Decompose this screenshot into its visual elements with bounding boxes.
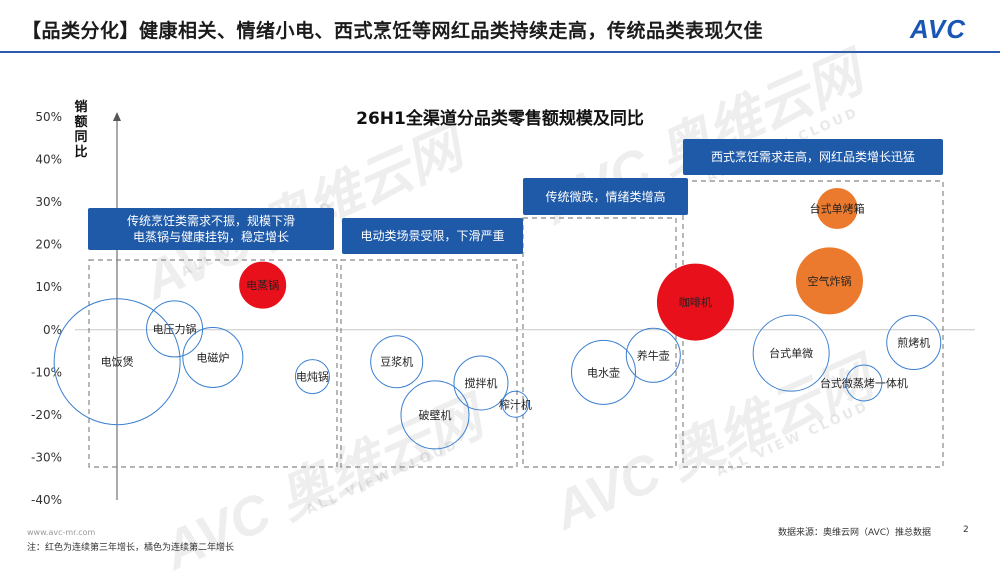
callout-western-cooking: 西式烹饪需求走高，网红品类增长迅猛	[683, 139, 943, 175]
y-tick-label: -20%	[31, 408, 62, 422]
y-tick-label: -40%	[31, 493, 62, 507]
bubble	[53, 298, 181, 426]
bubble-label: 破壁机	[419, 408, 452, 422]
bubble-label: 台式单微	[769, 346, 813, 360]
y-axis-label: 销额同比	[74, 100, 88, 160]
bubble-label: 咖啡机	[679, 295, 712, 309]
bubble	[182, 326, 244, 388]
callout-electric-motor: 电动类场景受限，下滑严重	[342, 218, 523, 254]
y-tick-label: 30%	[35, 195, 62, 209]
callout-text: 传统烹饪类需求不振，规模下滑 电蒸锅与健康挂钩，稳定增长	[126, 214, 295, 244]
bubble	[400, 380, 470, 450]
bubble-label: 电饭煲	[101, 356, 134, 369]
bubble	[886, 315, 942, 371]
bubble-label: 台式微蒸烤一体机	[820, 376, 908, 390]
bubble	[795, 247, 863, 315]
bubble-label: 台式单烤箱	[810, 201, 865, 215]
bubble	[752, 314, 830, 392]
bubble-label: 养牛壶	[637, 348, 670, 362]
bubble	[845, 364, 883, 402]
footer-note: 注：红色为连续第三年增长，橘色为连续第二年增长	[27, 543, 235, 553]
bubble-label: 煎烤机	[897, 336, 930, 350]
y-tick-label: -30%	[31, 450, 62, 464]
y-tick-label: 40%	[35, 153, 62, 167]
bubble-label: 电压力锅	[153, 323, 197, 336]
bubble-label: 电炖锅	[296, 371, 329, 384]
callout-traditional-emotional: 传统微跌，情绪类增高	[523, 178, 688, 215]
y-tick-label: 50%	[35, 110, 62, 124]
group-box	[522, 217, 677, 468]
group-box	[340, 259, 518, 468]
bubble-label: 空气炸锅	[807, 274, 851, 288]
bubble-label: 搅拌机	[464, 376, 497, 390]
page-number: 2	[963, 525, 969, 535]
footer-source: 数据来源：奥维云网（AVC）推总数据	[778, 528, 932, 538]
group-box	[88, 259, 338, 468]
bubble-label: 电水壶	[587, 365, 620, 379]
bubble-label: 豆浆机	[380, 355, 413, 369]
bubble	[656, 263, 734, 341]
bubble	[571, 339, 637, 405]
y-axis-arrow	[113, 112, 121, 121]
avc-logo: AVC	[910, 14, 966, 44]
bubble	[294, 359, 330, 395]
bubble	[501, 390, 529, 418]
footer-url: www.avc-mr.com	[27, 528, 96, 537]
bubble	[370, 335, 424, 389]
y-tick-label: -10%	[31, 365, 62, 379]
bubble	[239, 261, 287, 309]
callout-text: 电动类场景受限，下滑严重	[360, 229, 505, 243]
callout-text: 西式烹饪需求走高，网红品类增长迅猛	[710, 150, 915, 164]
bubble	[453, 355, 509, 411]
chart-title: 26H1全渠道分品类零售额规模及同比	[356, 109, 644, 129]
y-tick-label: 10%	[35, 280, 62, 294]
page-title: 【品类分化】健康相关、情绪小电、西式烹饪等网红品类持续走高，传统品类表现欠佳	[22, 20, 764, 42]
bubble	[816, 187, 858, 229]
bubble-label: 电蒸锅	[246, 279, 279, 292]
bubble-label: 榨汁机	[499, 397, 532, 411]
callout-traditional-cooking: 传统烹饪类需求不振，规模下滑 电蒸锅与健康挂钩，稳定增长	[88, 208, 334, 250]
bubble	[625, 327, 681, 383]
y-tick-label: 0%	[43, 323, 62, 337]
bubble-chart: 50% 40% 30% 20% 10% 0% -10% -20% -30% -40% 电蒸锅电压力锅…	[31, 110, 975, 507]
y-tick-label: 20%	[35, 238, 62, 252]
bubble-label: 电磁炉	[196, 351, 229, 364]
callout-text: 传统微跌，情绪类增高	[545, 189, 666, 204]
header-divider	[0, 51, 1000, 53]
